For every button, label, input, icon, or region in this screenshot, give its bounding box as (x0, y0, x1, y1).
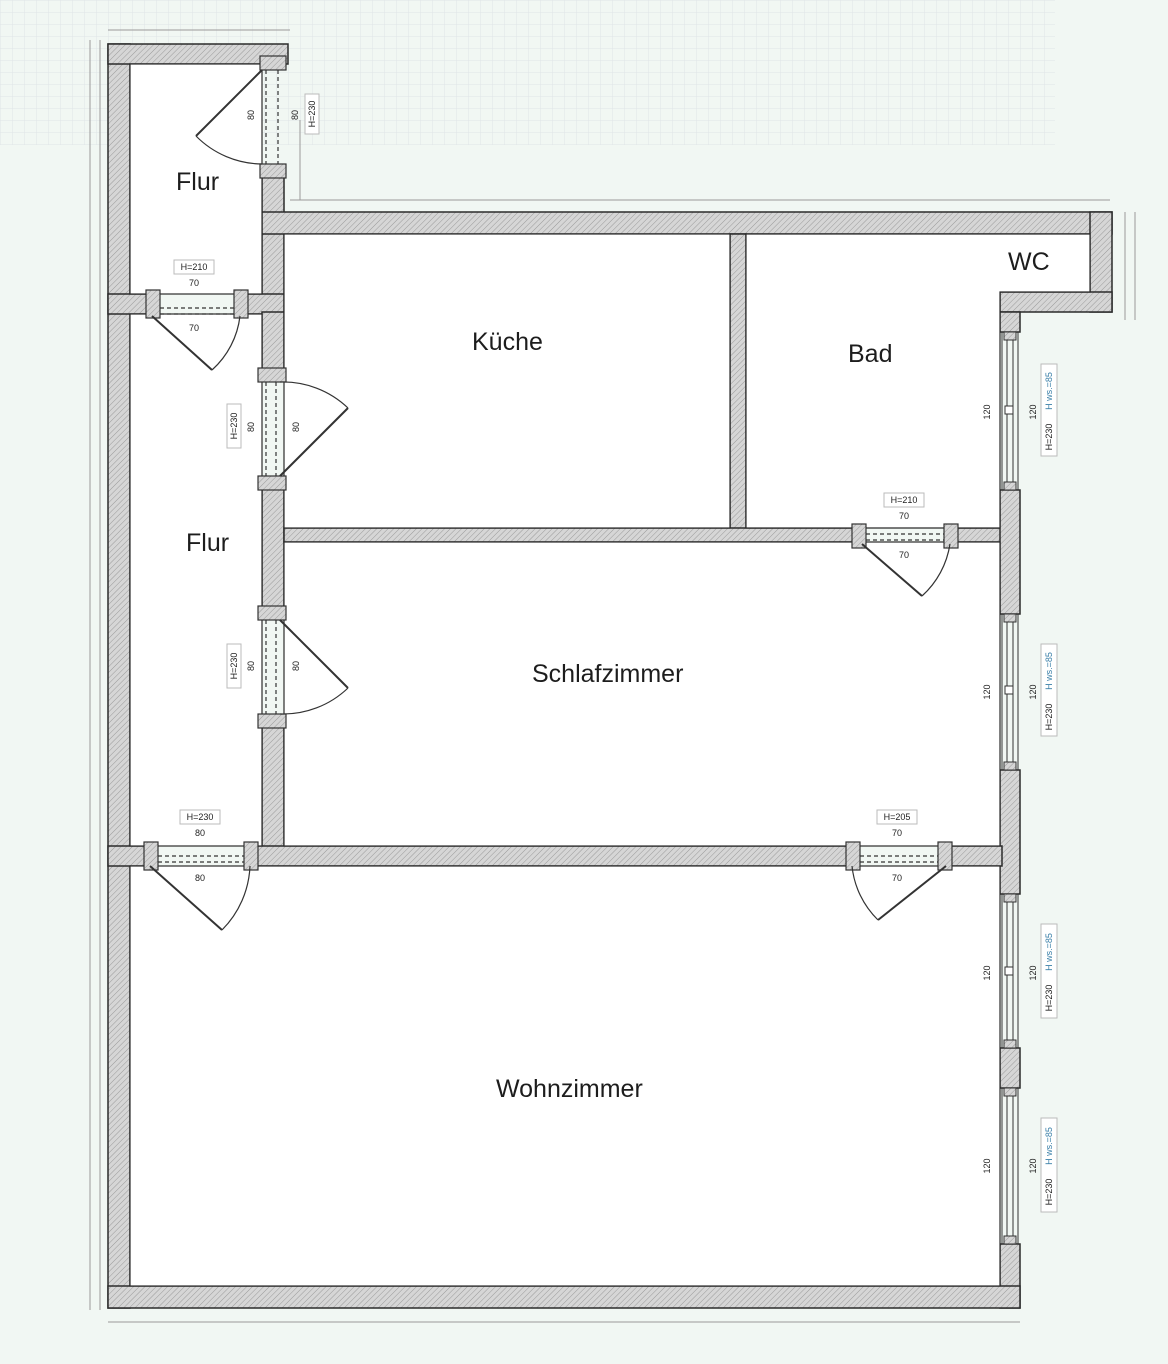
wall-outer-left (107, 43, 131, 1309)
wall-corridor-right-a (261, 311, 285, 375)
tag-entrance-height (304, 93, 320, 135)
wall-wc-bottom (999, 291, 1113, 313)
room-label-flur-top: Flur (176, 168, 219, 196)
wall-corridor-right-c (261, 717, 285, 849)
dim-flur-lower-width2: 80 (195, 873, 205, 883)
tag-schlaf-height (226, 643, 242, 689)
wall-schlaf-wohn-mid (247, 845, 855, 867)
windows (1001, 331, 1019, 1245)
room-bad (745, 233, 1091, 529)
wall-right-a (999, 311, 1021, 333)
room-label-bad: Bad (848, 340, 892, 368)
dim-schlaf-width2: 80 (291, 661, 301, 671)
room-label-flur-mid: Flur (186, 529, 229, 557)
room-label-kueche: Küche (472, 328, 543, 356)
dim-bad-width2: 70 (899, 550, 909, 560)
dim-entrance-width: 80 (246, 110, 256, 120)
room-schlaf (283, 541, 1001, 847)
window-bad (1001, 331, 1019, 491)
dim-bad-width: 70 (899, 511, 909, 521)
wall-schlaf-wohn-right (943, 845, 1003, 867)
dim-wohn-width: 70 (892, 828, 902, 838)
wall-right-c (999, 769, 1021, 895)
dim-wohn-height: H=205 (884, 812, 911, 822)
wall-wing-top (261, 211, 1113, 235)
dim-window-bad-height: H=230 (1044, 424, 1054, 451)
dim-kueche-height: H=230 (229, 413, 239, 440)
dim-entrance-height: H=230 (307, 101, 317, 128)
tag-flur-lower-height (179, 809, 221, 825)
tag-window-bad (1040, 363, 1058, 457)
window-wohn-2 (1001, 1087, 1019, 1245)
dimension-guides (89, 29, 1136, 1323)
dim-wohn-width2: 70 (892, 873, 902, 883)
dim-window-bad-sill: H ws.=85 (1044, 372, 1054, 410)
tag-window-wohn1 (1040, 923, 1058, 1019)
dim-schlaf-height: H=230 (229, 653, 239, 680)
room-kueche (283, 233, 731, 529)
tag-kueche-height (226, 403, 242, 449)
wall-kitchen-bath (729, 233, 747, 531)
room-flur-mid (129, 313, 263, 847)
door-kueche (257, 367, 349, 491)
dim-flur-lower-height: H=230 (187, 812, 214, 822)
dim-window-wohn1-width: 120 (982, 965, 992, 980)
door-flur-lower (143, 841, 259, 931)
tag-window-wohn2 (1040, 1117, 1058, 1213)
dim-flur-upper-height: H=210 (181, 262, 208, 272)
dim-schlaf-width: 80 (246, 661, 256, 671)
dim-kueche-width2: 80 (291, 422, 301, 432)
dim-flur-lower-width: 80 (195, 828, 205, 838)
dim-window-schlaf-height: H=230 (1044, 704, 1054, 731)
tag-bad-height (883, 492, 925, 508)
dim-window-wohn2-height: H=230 (1044, 1179, 1054, 1206)
wall-upper-flur-bottom-left (107, 293, 149, 315)
door-bad (851, 523, 959, 597)
dim-window-wohn1-height: H=230 (1044, 985, 1054, 1012)
room-wohn (129, 865, 1001, 1287)
wall-corridor-right-b (261, 479, 285, 609)
room-fills (129, 63, 1091, 1287)
door-wohn (845, 841, 953, 921)
dim-window-bad-width2: 120 (1028, 404, 1038, 419)
room-flur-top (129, 63, 263, 295)
tag-wohn-height (876, 809, 918, 825)
door-entrance (195, 55, 287, 179)
room-label-wc: WC (1008, 248, 1050, 276)
dim-bad-height: H=210 (891, 495, 918, 505)
dim-flur-upper-width: 70 (189, 278, 199, 288)
window-wohn-1 (1001, 893, 1019, 1049)
dim-flur-upper-width2: 70 (189, 323, 199, 333)
dim-window-wohn2-width2: 120 (1028, 1158, 1038, 1173)
dim-window-schlaf-width: 120 (982, 684, 992, 699)
wall-right-d (999, 1047, 1021, 1089)
room-label-wohnzimmer: Wohnzimmer (496, 1075, 643, 1103)
dim-kueche-width: 80 (246, 422, 256, 432)
dim-window-bad-width: 120 (982, 404, 992, 419)
window-schlaf (1001, 613, 1019, 771)
tag-window-schlaf (1040, 643, 1058, 737)
wall-outer-bottom (107, 1285, 1021, 1309)
dim-window-schlaf-sill: H ws.=85 (1044, 652, 1054, 690)
dim-window-schlaf-width2: 120 (1028, 684, 1038, 699)
dim-window-wohn2-width: 120 (982, 1158, 992, 1173)
wall-right-b (999, 489, 1021, 615)
dim-window-wohn1-width2: 120 (1028, 965, 1038, 980)
door-flur-upper (145, 289, 249, 371)
tag-flur-upper-height (173, 259, 215, 275)
room-label-schlafzimmer: Schlafzimmer (532, 660, 683, 688)
door-schlaf (257, 605, 349, 729)
dim-entrance-width2: 80 (290, 110, 300, 120)
dim-window-wohn2-sill: H ws.=85 (1044, 1127, 1054, 1165)
wall-kitchen-schlaf (283, 527, 859, 543)
dim-window-wohn1-sill: H ws.=85 (1044, 933, 1054, 971)
